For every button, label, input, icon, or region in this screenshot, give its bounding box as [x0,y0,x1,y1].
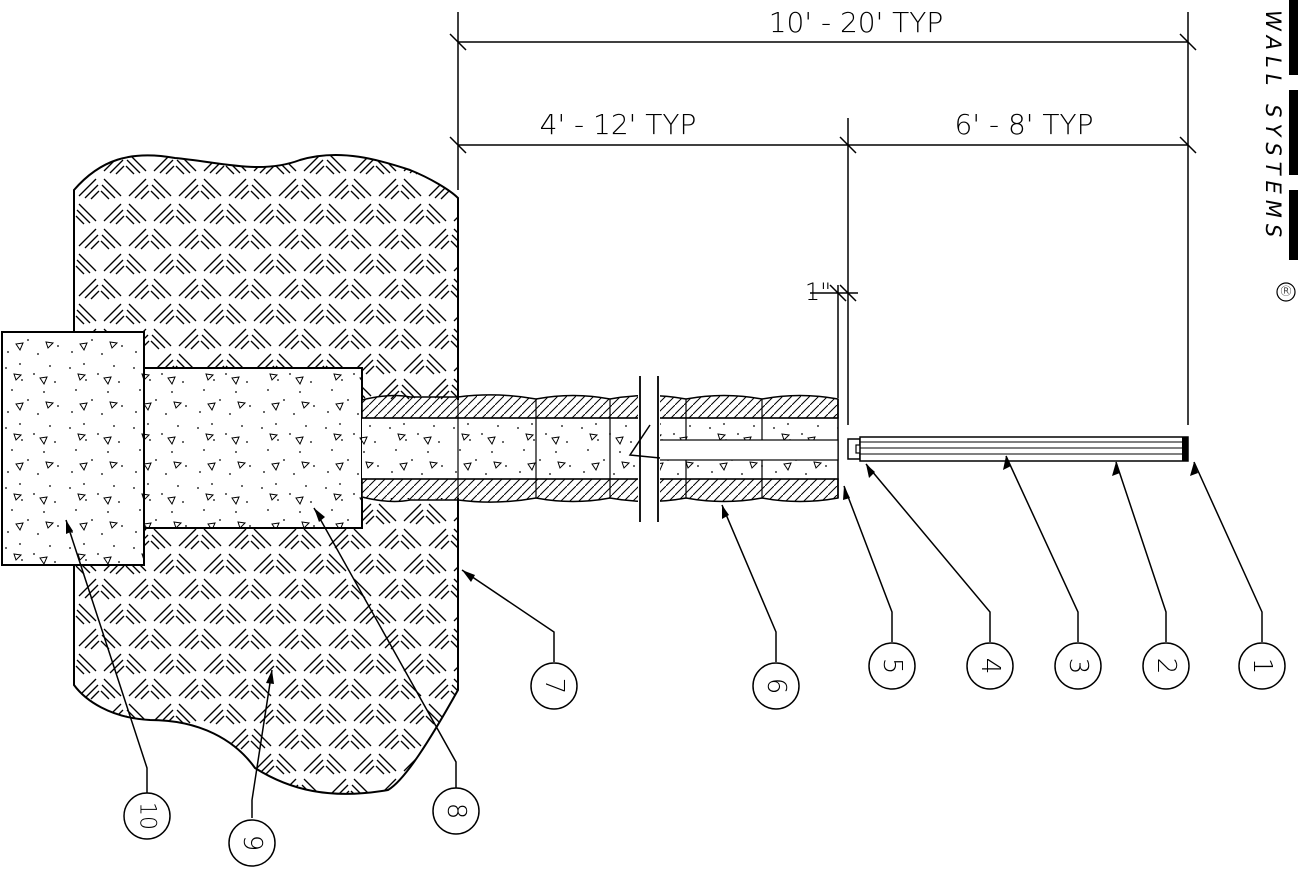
brand-logo [1289,0,1298,260]
leader-arrowheads [66,456,1198,684]
leader-lines [65,455,1263,818]
callout-5: 5 [868,642,916,690]
dim-clearance-label: 1" [805,278,831,306]
svg-text:®: ® [1279,284,1293,300]
callout-4: 4 [966,642,1014,690]
dim-exposed-label: 6' - 8' TYP [955,108,1094,141]
dim-embedment-label: 4' - 12' TYP [540,108,697,141]
brand-wall-systems-text: WALL SYSTEMS [1261,10,1285,243]
svg-text:4: 4 [975,658,1005,675]
dim-overall-label: 10' - 20' TYP [769,6,944,39]
svg-text:6: 6 [761,678,791,695]
callout-7: 7 [530,662,578,710]
registered-mark: ® [1276,282,1296,302]
callout-3: 3 [1054,642,1102,690]
dimension-lines [449,12,1197,425]
svg-text:3: 3 [1063,658,1093,675]
concrete-block-large [143,367,363,529]
svg-text:8: 8 [441,803,471,820]
svg-text:1: 1 [1247,658,1277,675]
anchor-bar-assembly [847,436,1189,462]
callout-10: 10 [123,792,171,840]
svg-text:5: 5 [877,658,907,675]
svg-text:7: 7 [539,678,569,695]
svg-text:2: 2 [1151,658,1181,675]
callout-6: 6 [752,662,800,710]
callout-2: 2 [1142,642,1190,690]
callout-9: 9 [228,819,276,867]
svg-text:10: 10 [135,802,160,830]
anchor-grout-body [361,376,839,522]
svg-text:9: 9 [237,835,267,852]
callout-1: 1 [1238,642,1286,690]
concrete-block-small [1,331,145,566]
callout-8: 8 [432,787,480,835]
